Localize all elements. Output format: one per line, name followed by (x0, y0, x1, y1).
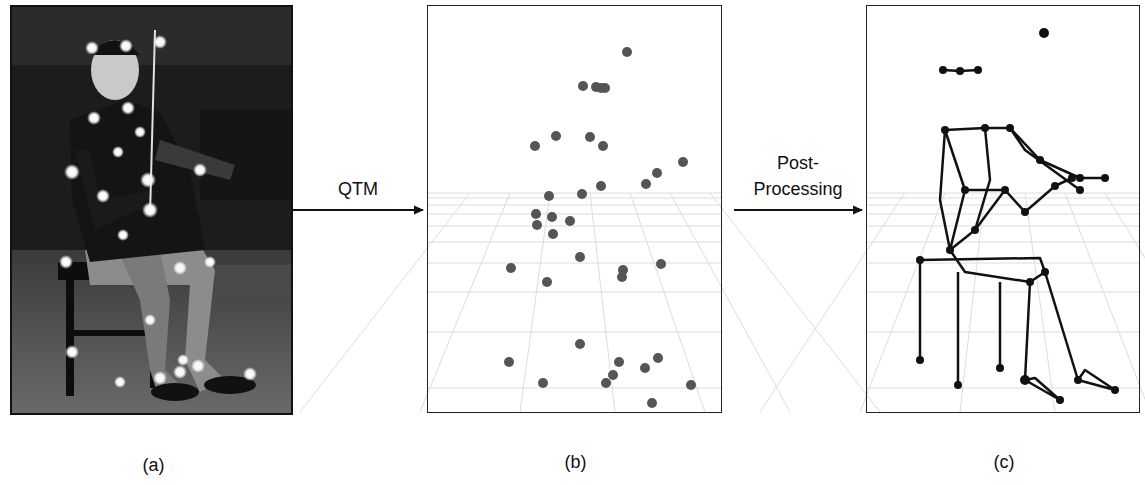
flow-arrow (734, 209, 862, 211)
photo (10, 5, 293, 415)
arrow-label: Post- Processing (746, 150, 850, 202)
figure-panel: (a) (10, 5, 293, 415)
skeleton (760, 28, 1145, 412)
flow-arrow (293, 209, 423, 211)
panel-caption: (c) (994, 452, 1015, 473)
figure-panel: (c) (866, 5, 1140, 413)
arrow-label: QTM (316, 176, 400, 202)
figure-panel: (b) (427, 5, 722, 413)
panel-caption: (b) (565, 452, 587, 473)
marker-cloud (300, 47, 880, 412)
panel-caption: (a) (143, 455, 165, 476)
